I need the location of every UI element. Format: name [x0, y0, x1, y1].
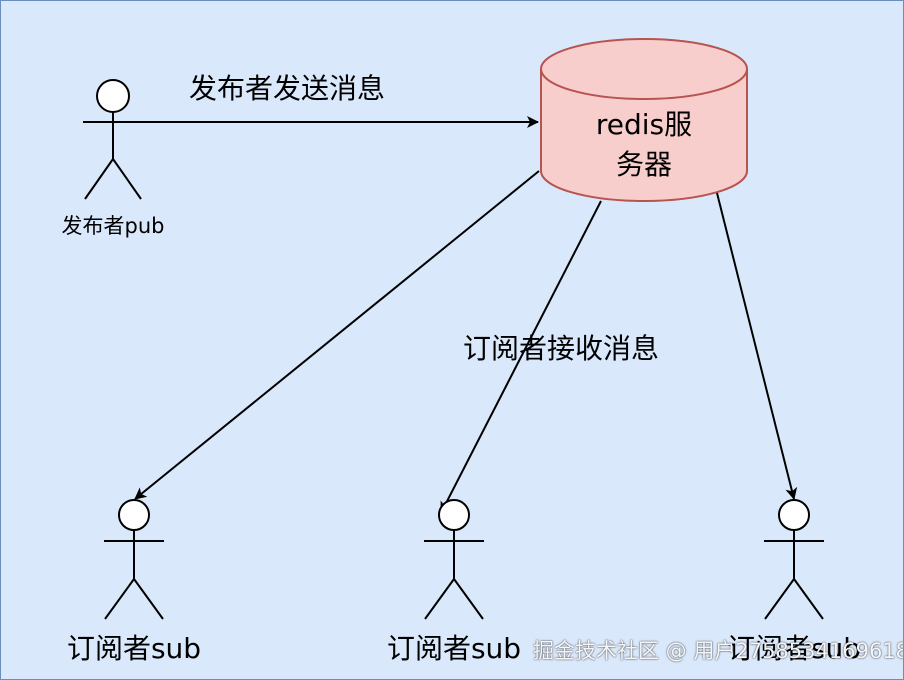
redis-server-cylinder[interactable] — [540, 38, 748, 202]
subscribe-edge-label: 订阅者接收消息 — [463, 332, 660, 365]
redis-server-label-line1: redis服 — [595, 108, 693, 141]
subscriber-head — [778, 499, 810, 531]
publish-edge-label: 发布者发送消息 — [189, 72, 386, 105]
publisher-head — [96, 79, 130, 113]
subscriber-head — [438, 499, 470, 531]
subscriber-label-middle: 订阅者sub — [386, 632, 522, 665]
cylinder-body — [540, 69, 748, 202]
publisher-actor[interactable] — [83, 79, 143, 200]
subscribe-edge-right[interactable] — [716, 192, 798, 500]
subscribe-edge-left[interactable] — [134, 170, 540, 500]
subscriber-right-leg — [793, 578, 824, 620]
publisher-label: 发布者pub — [61, 214, 165, 238]
redis-server-label-line2: 务器 — [615, 148, 672, 181]
subscriber-label-right: 订阅者sub — [726, 632, 862, 665]
subscriber-left-leg — [764, 578, 795, 620]
subscriber-actor-right[interactable] — [764, 499, 824, 620]
subscriber-label-left: 订阅者sub — [66, 632, 202, 665]
subscriber-left-leg — [424, 578, 455, 620]
publisher-left-leg — [84, 158, 114, 200]
subscriber-actor-left[interactable] — [104, 499, 164, 620]
subscribe-edge-middle[interactable] — [440, 200, 602, 514]
subscriber-head — [118, 499, 150, 531]
subscriber-left-leg — [104, 578, 135, 620]
watermark: 掘金技术社区 @ 用户2758534169618 — [533, 639, 904, 663]
subscriber-actor-middle[interactable] — [424, 499, 484, 620]
publisher-right-leg — [112, 158, 142, 200]
redis-server-label: redis服 务器 — [541, 105, 747, 185]
subscriber-right-leg — [453, 578, 484, 620]
subscriber-right-leg — [133, 578, 164, 620]
cylinder-top — [540, 38, 748, 100]
